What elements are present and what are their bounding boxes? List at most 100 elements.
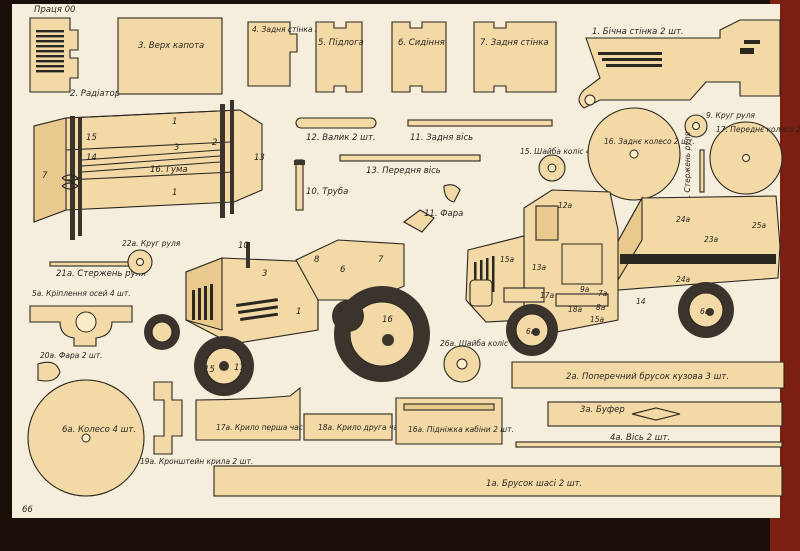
part-hood-top: 3. Верх капота bbox=[117, 17, 223, 95]
label-cross-bar: 2а. Поперечний брусок кузова 3 шт. bbox=[566, 372, 729, 382]
truck-num-23a: 23а bbox=[704, 235, 719, 244]
label-chassis-bar: 1а. Брусок шасі 2 шт. bbox=[486, 479, 582, 489]
label-hood-rear: 4. Задня стінка капота bbox=[252, 25, 343, 34]
label-wheel-circle: 9. Круг руля bbox=[706, 111, 755, 120]
part-wheel-circle: 9. Круг руля bbox=[684, 111, 755, 138]
frame-num-15: 15 bbox=[86, 133, 97, 143]
frame-num-1a: 1 bbox=[172, 117, 177, 127]
label-fender-1: 17а. Крило перша частина 2 шт. bbox=[216, 423, 345, 432]
tractor-num-7: 7 bbox=[378, 255, 384, 265]
truck-num-9a: 9а bbox=[580, 285, 590, 294]
label-truck-axle: 4а. Вісь 2 шт. bbox=[610, 433, 670, 443]
label-wheel-washer: 15. Шайба коліс 4 шт. bbox=[520, 147, 607, 156]
truck-num-25a: 25а bbox=[752, 221, 767, 230]
label-front-wheel: 17. Переднє колесо 2 шт. bbox=[716, 125, 800, 134]
label-front-axle: 13. Передня вісь bbox=[366, 166, 441, 176]
label-bumper: 3а. Буфер bbox=[580, 405, 625, 415]
truck-num-6a-left: 6а bbox=[526, 327, 536, 336]
truck-num-24a: 24а bbox=[676, 275, 691, 284]
frame-num-13: 13 bbox=[254, 153, 265, 163]
frame-num-1b: 1 bbox=[172, 188, 177, 198]
truck-checker-stripe bbox=[620, 254, 776, 264]
label-radiator: 2. Радіатор bbox=[70, 89, 120, 99]
truck-num-15a-b: 15а bbox=[590, 315, 605, 324]
label-truck-steering-column: 21а. Стержень руля bbox=[56, 269, 146, 279]
part-truck-wheel: 6а. Колесо 4 шт. bbox=[27, 379, 145, 497]
part-steering-column: 8. Стержень руля bbox=[683, 131, 705, 202]
part-cabin-step: 16а. Підніжка кабіни 2 шт. bbox=[395, 397, 514, 445]
label-truck-headlight: 20а. Фара 2 шт. bbox=[40, 351, 102, 360]
truck-num-13a: 13а bbox=[532, 263, 547, 272]
tractor-num-1: 1 bbox=[296, 307, 301, 317]
tractor-num-8: 8 bbox=[314, 255, 320, 265]
label-fender-bracket: 19а. Кронштейн крила 2 шт. bbox=[140, 457, 253, 466]
part-truck-wheel-washer: 26а. Шайба коліс 4 шт. bbox=[440, 339, 531, 383]
tractor-num-10: 10 bbox=[238, 241, 249, 251]
tractor-num-16: 16 bbox=[382, 315, 393, 325]
part-seat: 6. Сидіння bbox=[391, 21, 447, 93]
part-axle-mount: 5а. Кріплення осей 4 шт. bbox=[29, 289, 133, 347]
label-back-wall: 7. Задня стінка bbox=[480, 38, 549, 48]
truck-num-8a: 8а bbox=[596, 303, 606, 312]
part-front-wheel: 17. Переднє колесо 2 шт. bbox=[709, 121, 800, 195]
part-front-axle: 13. Передня вісь bbox=[339, 154, 481, 176]
tractor-frame-assembly: 1 3 2 7 14 15 13 1 16. Гума bbox=[33, 100, 265, 240]
part-headlight-tractor: 11. Фара bbox=[402, 184, 463, 233]
part-back-wall: 7. Задня стінка bbox=[473, 21, 557, 93]
label-rear-wheel: 16. Заднє колесо 2 шт. bbox=[604, 137, 695, 146]
truck-num-14a: 14 bbox=[636, 297, 646, 306]
part-chassis-bar: 1а. Брусок шасі 2 шт. bbox=[213, 465, 783, 497]
part-cross-bar: 2а. Поперечний брусок кузова 3 шт. bbox=[511, 361, 785, 389]
truck-num-17a: 17а bbox=[540, 291, 555, 300]
part-bumper: 3а. Буфер bbox=[547, 401, 783, 427]
part-fender-bracket: 19а. Кронштейн крила 2 шт. bbox=[140, 381, 253, 466]
label-truck-wheel-washer: 26а. Шайба коліс 4 шт. bbox=[440, 339, 531, 348]
tractor-num-6: 6 bbox=[340, 265, 346, 275]
label-headlight-tractor: 11. Фара bbox=[424, 209, 463, 219]
label-side-wall: 1. Бічна стінка 2 шт. bbox=[592, 27, 684, 37]
part-pipe: 10. Труба bbox=[294, 159, 348, 211]
part-floor: 5. Підлога bbox=[315, 21, 364, 93]
part-wheel-washer: 15. Шайба коліс 4 шт. bbox=[520, 147, 607, 182]
truck-assembly: 12а 24а 25а 23а 15а 13а 9а 17а 7а 18а 15… bbox=[465, 189, 781, 356]
label-pipe: 10. Труба bbox=[306, 187, 348, 197]
truck-num-18a: 18а bbox=[568, 305, 583, 314]
label-fender-2: 18а. Крило друга частина 2 шт. bbox=[318, 423, 444, 432]
part-truck-headlight: 20а. Фара 2 шт. bbox=[37, 351, 102, 382]
label-steering-column: 8. Стержень руля bbox=[683, 131, 692, 202]
truck-num-24a-top: 24а bbox=[676, 215, 691, 224]
frame-num-7: 7 bbox=[42, 171, 48, 181]
frame-num-14: 14 bbox=[86, 153, 97, 163]
label-rear-axle: 11. Задня вісь bbox=[410, 133, 473, 143]
part-side-wall: 1. Бічна стінка 2 шт. bbox=[578, 19, 781, 109]
part-truck-wheel-circle: 22а. Круг руля bbox=[122, 239, 181, 275]
frame-num-2: 2 bbox=[212, 138, 217, 148]
part-radiator: 2. Радіатор bbox=[29, 17, 120, 99]
part-hood-rear: 4. Задня стінка капота bbox=[247, 21, 343, 87]
part-rear-wheel: 16. Заднє колесо 2 шт. bbox=[587, 107, 695, 201]
frame-num-3: 3 bbox=[174, 143, 179, 153]
label-truck-wheel-circle: 22а. Круг руля bbox=[122, 239, 181, 248]
tractor-num-17: 17 bbox=[234, 363, 245, 373]
label-axle-mount: 5а. Кріплення осей 4 шт. bbox=[32, 289, 131, 298]
tractor-num-15: 15 bbox=[204, 365, 215, 375]
page-number: 66 bbox=[22, 505, 33, 515]
label-cabin-step: 16а. Підніжка кабіни 2 шт. bbox=[408, 425, 514, 434]
tractor-num-5: 5 bbox=[338, 305, 343, 315]
truck-num-7a: 7а bbox=[598, 289, 608, 298]
part-truck-axle: 4а. Вісь 2 шт. bbox=[515, 433, 783, 448]
truck-num-12a: 12а bbox=[558, 201, 573, 210]
label-seat: 6. Сидіння bbox=[398, 38, 445, 48]
label-rubber: 16. Гума bbox=[150, 165, 188, 175]
tractor-num-3: 3 bbox=[262, 269, 267, 279]
part-fender-2: 18а. Крило друга частина 2 шт. bbox=[303, 413, 444, 441]
label-truck-wheel: 6а. Колесо 4 шт. bbox=[62, 425, 136, 435]
part-rear-axle: 11. Задня вісь bbox=[407, 119, 553, 143]
part-roller: 12. Валик 2 шт. bbox=[295, 117, 377, 143]
part-fender-1: 17а. Крило перша частина 2 шт. bbox=[195, 386, 345, 441]
label-roller: 12. Валик 2 шт. bbox=[306, 133, 376, 143]
truck-num-6a-right: 6а bbox=[700, 307, 710, 316]
label-floor: 5. Підлога bbox=[318, 38, 364, 48]
tractor-assembly: 10 3 1 6 7 5 8 16 17 15 bbox=[144, 239, 430, 396]
